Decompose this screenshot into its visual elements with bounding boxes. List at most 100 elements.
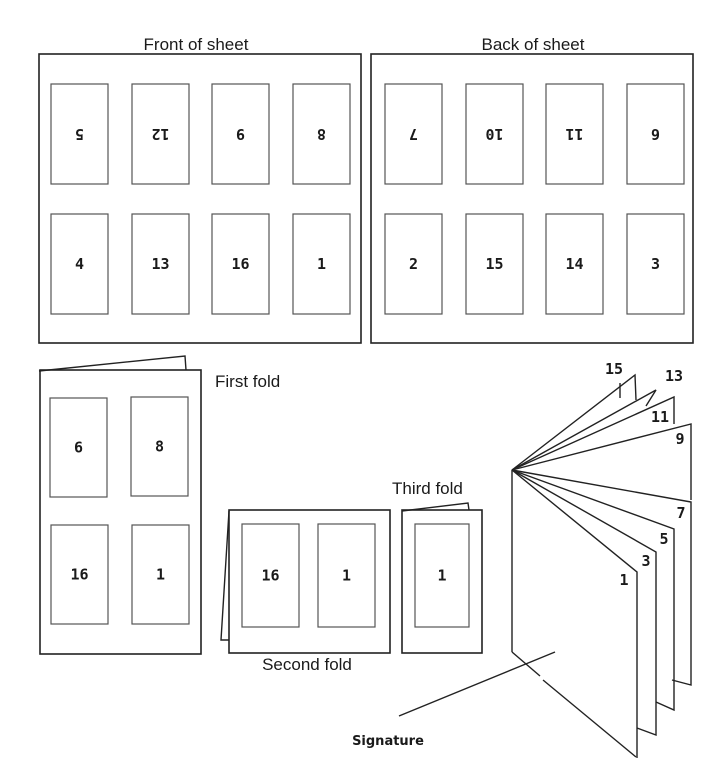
- back-page-15: 15: [465, 213, 524, 315]
- back-of-sheet-title: Back of sheet: [481, 35, 584, 54]
- back-page-2-number: 2: [409, 255, 418, 273]
- back-page-10-number: 10: [485, 125, 503, 143]
- leaf-9: [511, 423, 692, 500]
- back-page-14: 14: [545, 213, 604, 315]
- leaf-label-1: 1: [619, 571, 628, 589]
- back-page-2-frame: [384, 213, 443, 315]
- first-fold-page-1-number: 1: [156, 566, 165, 584]
- back-page-6-number: 6: [651, 125, 660, 143]
- back-page-15-number: 15: [485, 255, 503, 273]
- second-fold-label: Second fold: [262, 655, 352, 674]
- front-of-sheet-title: Front of sheet: [144, 35, 249, 54]
- first-fold-page-16-number: 16: [70, 566, 88, 584]
- signature-bottom-edge-b: [542, 679, 637, 758]
- signature-booklet: Signature 15 13 11 9 7 5 3 1: [352, 360, 692, 758]
- leaf-label-3: 3: [641, 552, 650, 570]
- third-fold-label: Third fold: [392, 479, 463, 498]
- back-page-6: 6: [626, 83, 685, 185]
- front-page-5-number: 5: [75, 125, 84, 143]
- back-page-7-frame: [384, 83, 443, 185]
- front-of-sheet: Front of sheet 5 12 9 8 4 13 16 1: [38, 35, 362, 344]
- third-fold-outline: [401, 509, 483, 654]
- front-page-16: 16: [211, 213, 270, 315]
- first-fold-outline: [39, 369, 202, 655]
- front-page-5-frame: [50, 83, 109, 185]
- second-fold-page-1-number: 1: [342, 567, 351, 585]
- back-page-3-number: 3: [651, 255, 660, 273]
- front-page-16-frame: [211, 213, 270, 315]
- second-fold-outline: [228, 509, 391, 654]
- front-page-1: 1: [292, 213, 351, 315]
- front-page-9: 9: [211, 83, 270, 185]
- front-page-8: 8: [292, 83, 351, 185]
- second-fold: Second fold 16 1: [220, 509, 391, 674]
- front-page-4-number: 4: [75, 255, 84, 273]
- back-page-11-frame: [545, 83, 604, 185]
- leaf-label-5: 5: [659, 530, 668, 548]
- back-sheet-outline: [370, 53, 694, 344]
- leaf-label-7: 7: [676, 504, 685, 522]
- front-page-4: 4: [50, 213, 109, 315]
- front-page-1-frame: [292, 213, 351, 315]
- front-page-8-frame: [292, 83, 351, 185]
- front-page-12: 12: [131, 83, 190, 185]
- third-fold-page-1-frame: [414, 523, 470, 628]
- signature-leader-line: [398, 651, 556, 717]
- second-fold-page-16: 16: [241, 523, 300, 628]
- first-fold-page-1-frame: [131, 524, 190, 625]
- signature-label: Signature: [352, 734, 424, 749]
- leaf-label-13: 13: [665, 367, 683, 385]
- back-page-2: 2: [384, 213, 443, 315]
- first-fold-page-8: 8: [130, 396, 189, 497]
- back-page-7-number: 7: [409, 125, 418, 143]
- second-fold-page-16-number: 16: [261, 567, 279, 585]
- back-page-14-number: 14: [565, 255, 583, 273]
- front-page-9-number: 9: [236, 125, 245, 143]
- back-page-10-frame: [465, 83, 524, 185]
- second-fold-page-1-frame: [317, 523, 376, 628]
- back-page-15-frame: [465, 213, 524, 315]
- front-page-4-frame: [50, 213, 109, 315]
- leaf-5: [511, 469, 675, 712]
- back-page-14-frame: [545, 213, 604, 315]
- third-fold-page-1: 1: [414, 523, 470, 628]
- back-page-3: 3: [626, 213, 685, 315]
- front-page-12-frame: [131, 83, 190, 185]
- back-page-11-number: 11: [565, 125, 583, 143]
- third-fold-page-1-number: 1: [437, 567, 446, 585]
- front-page-16-number: 16: [231, 255, 249, 273]
- front-page-13-frame: [131, 213, 190, 315]
- first-fold-page-16: 16: [50, 524, 109, 625]
- leaf-11: [511, 395, 675, 471]
- back-page-6-frame: [626, 83, 685, 185]
- front-page-12-number: 12: [151, 125, 169, 143]
- first-fold-back-flap: [38, 355, 187, 372]
- front-page-8-number: 8: [317, 125, 326, 143]
- front-sheet-outline: [38, 53, 362, 344]
- leaf-label-11: 11: [651, 408, 669, 426]
- front-page-5: 5: [50, 83, 109, 185]
- back-page-3-frame: [626, 213, 685, 315]
- first-fold-label: First fold: [215, 372, 280, 391]
- back-page-11: 11: [545, 83, 604, 185]
- back-page-7: 7: [384, 83, 443, 185]
- third-fold-back-flap: [401, 502, 470, 512]
- leaf-label-9: 9: [675, 430, 684, 448]
- leaf-15: [511, 373, 637, 471]
- front-page-13-number: 13: [151, 255, 169, 273]
- third-fold: Third fold 1: [392, 479, 483, 654]
- first-fold-page-1: 1: [131, 524, 190, 625]
- first-fold-page-6-number: 6: [74, 439, 83, 457]
- first-fold-page-8-frame: [130, 396, 189, 497]
- front-page-13: 13: [131, 213, 190, 315]
- first-fold: First fold 6 8 16 1: [38, 355, 280, 655]
- back-page-10: 10: [465, 83, 524, 185]
- first-fold-page-6-frame: [49, 397, 108, 498]
- first-fold-page-6: 6: [49, 397, 108, 498]
- leaf-label-15: 15: [605, 360, 623, 378]
- back-of-sheet: Back of sheet 7 10 11 6 2 15 14 3: [370, 35, 694, 344]
- second-fold-page-1: 1: [317, 523, 376, 628]
- second-fold-back-flap: [220, 510, 230, 641]
- second-fold-page-16-frame: [241, 523, 300, 628]
- leaf-3: [511, 469, 657, 737]
